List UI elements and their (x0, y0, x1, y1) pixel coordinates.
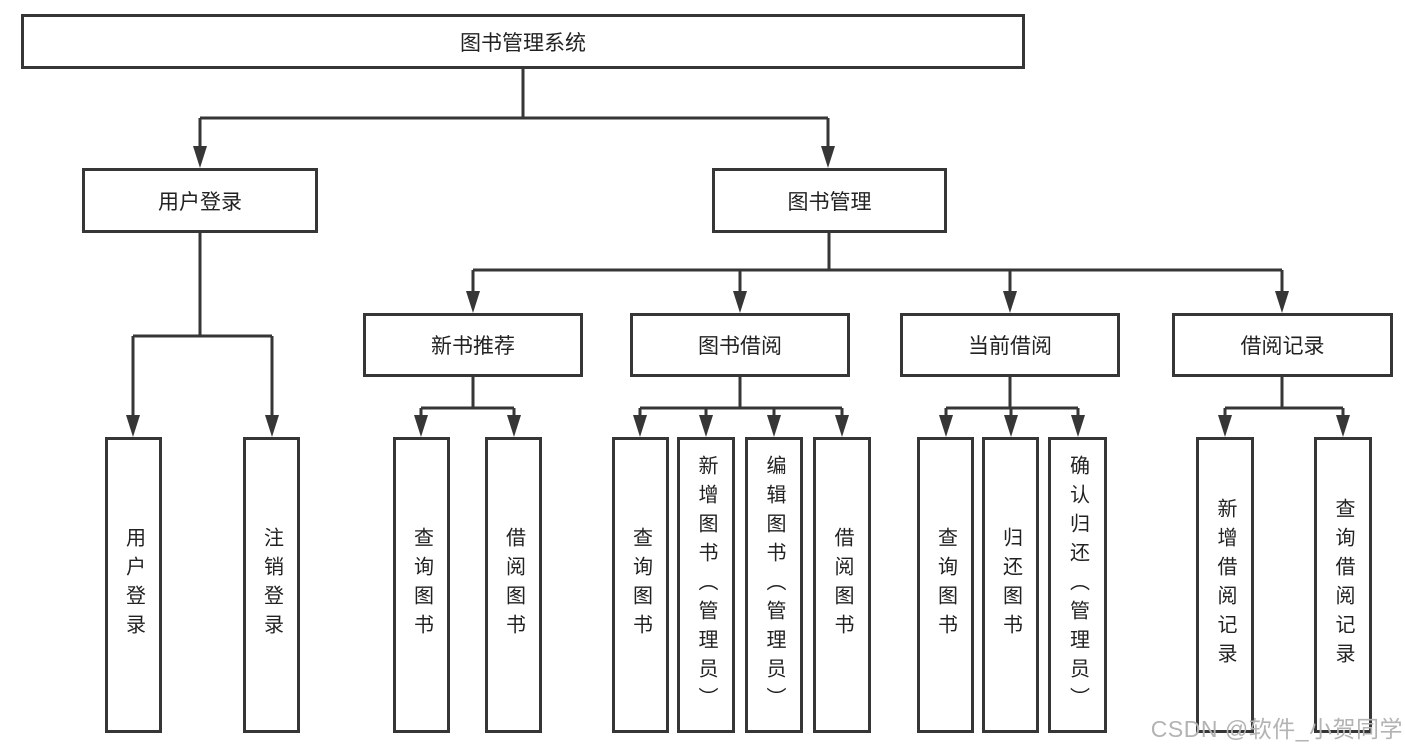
node-edit-books-admin: 编辑图书（管理员） (745, 437, 803, 733)
arrow-down-icon (733, 291, 747, 313)
csdn-watermark: CSDN @软件_小贺同学 (1150, 716, 1403, 742)
arrow-down-icon (835, 415, 849, 437)
node-borrow-books: 借阅图书 (813, 437, 871, 733)
node-current-borrowing: 当前借阅 (900, 313, 1120, 377)
node-query-books: 查询图书 (917, 437, 974, 733)
node-query-books: 查询图书 (612, 437, 669, 733)
arrow-down-icon (699, 415, 713, 437)
arrow-down-icon (414, 415, 428, 437)
node-query-borrow-record: 查询借阅记录 (1314, 437, 1372, 733)
node-query-books: 查询图书 (393, 437, 450, 733)
node-confirm-return-admin: 确认归还（管理员） (1048, 437, 1107, 733)
arrow-down-icon (1218, 415, 1232, 437)
arrow-down-icon (265, 415, 279, 437)
arrow-down-icon (1004, 415, 1018, 437)
node-library-management-system: 图书管理系统 (21, 14, 1025, 69)
arrow-down-icon (126, 415, 140, 437)
arrow-down-icon (466, 291, 480, 313)
arrow-down-icon (939, 415, 953, 437)
node-book-management-module: 图书管理 (712, 168, 947, 233)
arrow-down-icon (633, 415, 647, 437)
node-logout: 注销登录 (243, 437, 300, 733)
node-add-borrow-record: 新增借阅记录 (1196, 437, 1254, 733)
arrow-down-icon (1336, 415, 1350, 437)
arrow-down-icon (1003, 291, 1017, 313)
arrow-down-icon (767, 415, 781, 437)
node-book-borrowing: 图书借阅 (630, 313, 850, 377)
node-borrow-books: 借阅图书 (485, 437, 542, 733)
arrow-down-icon (507, 415, 521, 437)
node-user-login-module: 用户登录 (82, 168, 318, 233)
node-return-books: 归还图书 (982, 437, 1039, 733)
arrow-down-icon (1275, 291, 1289, 313)
connector-paths (131, 69, 1345, 421)
node-add-books-admin: 新增图书（管理员） (677, 437, 735, 733)
arrow-down-icon (821, 146, 835, 168)
node-user-login: 用户登录 (105, 437, 162, 733)
node-new-book-recommend: 新书推荐 (363, 313, 583, 377)
arrow-down-icon (193, 146, 207, 168)
node-borrowing-records: 借阅记录 (1172, 313, 1393, 377)
arrow-down-icon (1071, 415, 1085, 437)
